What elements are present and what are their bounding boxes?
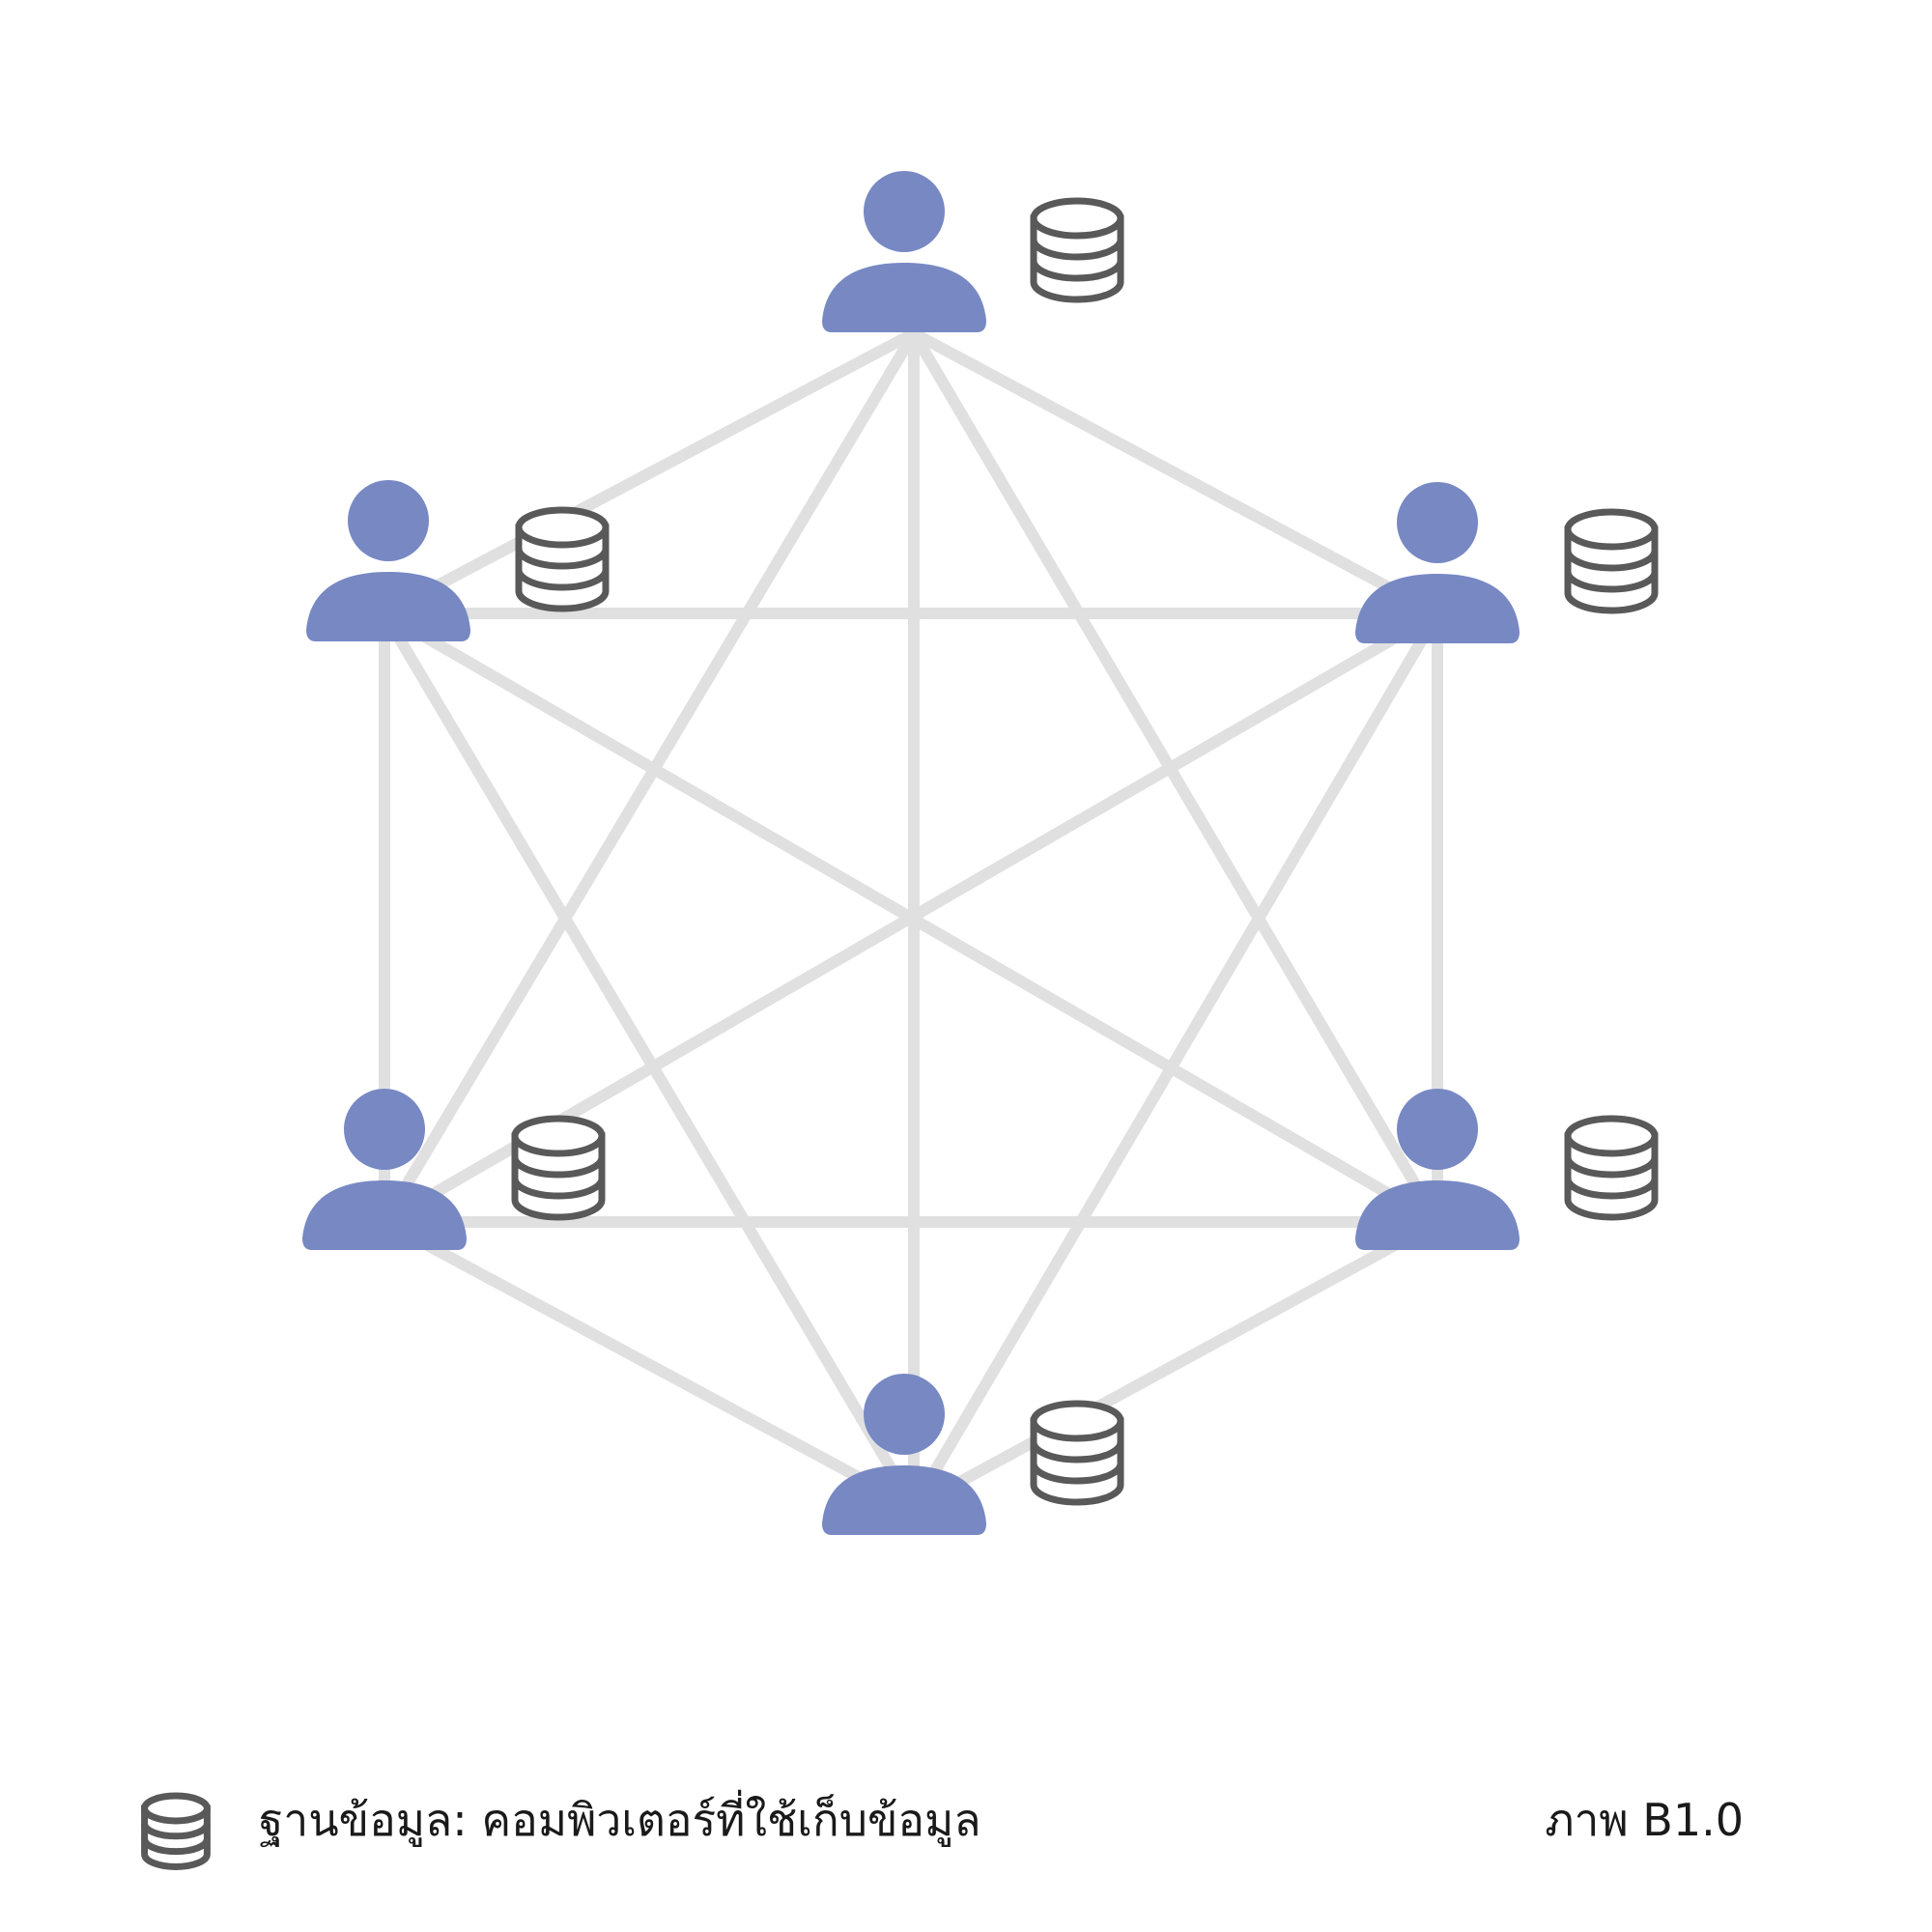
network-nodes: [302, 171, 1659, 1535]
database-icon: [141, 1792, 211, 1870]
edge-top-lower-right: [908, 327, 1443, 1228]
person-icon: [822, 1374, 986, 1535]
node-upper-left: [306, 480, 610, 641]
edge-lower-left-bottom: [379, 1216, 920, 1513]
edge-upper-left-bottom: [379, 608, 920, 1513]
database-icon: [1030, 197, 1124, 303]
edge-lower-right-bottom: [908, 1216, 1443, 1513]
node-upper-right: [1355, 482, 1659, 643]
node-top: [822, 171, 1124, 332]
database-icon: [1564, 1115, 1659, 1221]
person-icon: [302, 1089, 467, 1250]
edge-upper-right-bottom: [908, 608, 1443, 1513]
person-icon: [822, 171, 986, 332]
person-icon: [306, 480, 470, 641]
person-icon: [1355, 482, 1520, 643]
edge-top-upper-right: [908, 327, 1443, 619]
database-icon: [511, 1115, 606, 1221]
node-bottom: [822, 1374, 1124, 1535]
database-icon: [515, 506, 610, 612]
database-icon: [1564, 508, 1659, 614]
node-lower-right: [1355, 1089, 1659, 1250]
node-lower-left: [302, 1089, 606, 1250]
legend: ฐานข้อมูล: คอมพิวเตอร์ที่ใช้เก็บข้อมูล: [141, 1789, 981, 1870]
network-edges: [379, 327, 1443, 1513]
database-icon: [141, 1792, 211, 1870]
legend-text: ฐานข้อมูล: คอมพิวเตอร์ที่ใช้เก็บข้อมูล: [259, 1789, 981, 1847]
edge-top-upper-left: [379, 327, 920, 619]
database-icon: [1030, 1400, 1124, 1506]
figure-label: ภาพ B1.0: [1545, 1794, 1744, 1846]
edge-top-lower-left: [379, 327, 920, 1228]
person-icon: [1355, 1089, 1520, 1250]
